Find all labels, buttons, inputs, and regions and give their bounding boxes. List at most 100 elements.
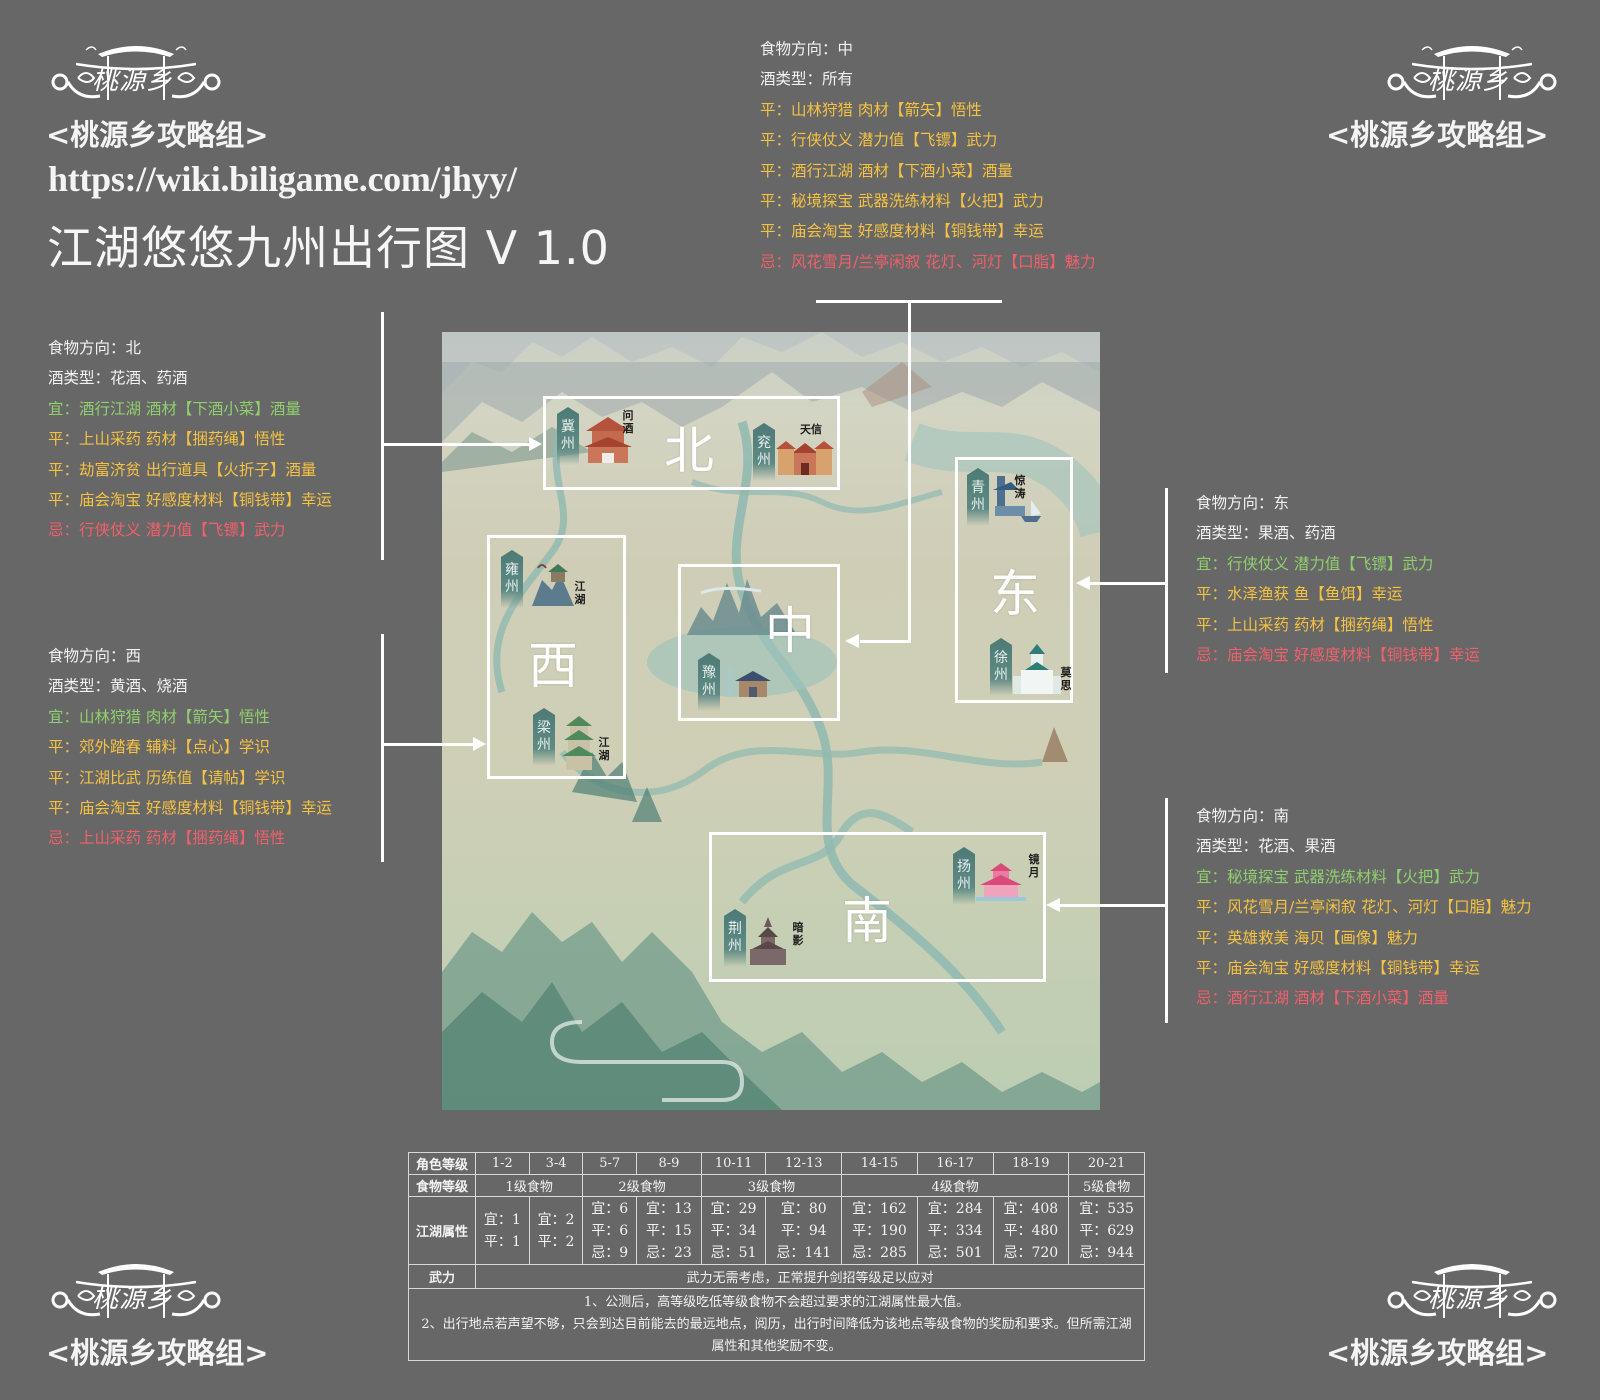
connector-line-north-vertical: [381, 312, 384, 560]
logo-bottom-left: 桃源乡 <桃源乡攻略组>: [46, 1258, 296, 1372]
table-row-wuli: 武力 武力无需考虑，正常提升剑招等级足以应对: [408, 1264, 1145, 1289]
region-east[interactable]: 青州 惊涛 东 徐州 莫思: [955, 457, 1073, 703]
level-cell: 12-13: [765, 1152, 843, 1175]
group-name: <桃源乡攻略组>: [46, 1336, 269, 1370]
activity-line: 平：庙会淘宝 好感度材料【铜钱带】幸运: [48, 491, 332, 510]
arrow-left-icon: [845, 634, 859, 648]
jingtao-sect-building-icon: [991, 476, 1045, 530]
table-row-food: 食物等级 1级食物 2级食物 3级食物 4级食物 5级食物: [408, 1174, 1145, 1197]
activity-line: 平：酒行江湖 酒材【下酒小菜】酒量: [760, 161, 1013, 180]
note-line: 2、出行地点若声望不够，只会到达目前能去的最远地点，阅历，出行时间降低为该地点等…: [421, 1316, 1132, 1354]
wine-type: 酒类型：所有: [760, 70, 854, 89]
food-direction: 食物方向：中: [760, 40, 854, 58]
attr-ping: 平：1: [483, 1233, 521, 1250]
activity-line: 平：英雄救美 海贝【画像】魅力: [1196, 928, 1418, 947]
sect-label: 莫思: [1060, 666, 1072, 692]
city-banner-yangzhou: 扬州: [953, 847, 975, 905]
food-tier-cell: 4级食物: [841, 1174, 1070, 1197]
attr-ji: 忌：23: [645, 1244, 692, 1261]
city-banner-qingzhou: 青州: [967, 468, 989, 526]
note-line: 1、公测后，高等级吃低等级食物不会超过要求的江湖属性最大值。: [583, 1294, 970, 1310]
attr-yi: 宜：13: [645, 1200, 692, 1217]
notes-cell: 1、公测后，高等级吃低等级食物不会超过要求的江湖属性最大值。 2、出行地点若声望…: [408, 1288, 1145, 1361]
city-banner-xuzhou: 徐州: [990, 638, 1012, 696]
attr-ping: 平：94: [780, 1222, 827, 1239]
direction-label-south: 南: [842, 892, 892, 950]
food-direction: 食物方向：北: [48, 339, 142, 357]
activity-line: 平：水泽渔获 鱼【鱼饵】幸运: [1196, 585, 1403, 604]
attr-ji: 忌：720: [1003, 1244, 1059, 1261]
page-title: 江湖悠悠九州出行图 V 1.0: [47, 221, 610, 275]
yuzhou-pavilion-building-icon: [727, 667, 773, 705]
attr-yi: 宜：2: [537, 1211, 575, 1228]
activity-line: 宜：秘境探宝 武器洗练材料【火把】武力: [1196, 867, 1480, 886]
attr-ji: 忌：9: [591, 1244, 629, 1261]
attr-ping: 平：2: [537, 1233, 575, 1250]
activity-line: 平：庙会淘宝 好感度材料【铜钱带】幸运: [48, 799, 332, 818]
attr-ji: 忌：285: [852, 1244, 907, 1261]
attr-ping: 平：334: [927, 1222, 983, 1239]
attr-yi: 宜：29: [710, 1200, 757, 1217]
food-tier-cell: 3级食物: [700, 1174, 843, 1197]
tianxin-sect-building-icon: [776, 437, 834, 481]
level-cell: 10-11: [700, 1152, 767, 1175]
sect-label: 暗影: [792, 921, 804, 947]
attr-yi: 宜：80: [780, 1200, 827, 1217]
region-center[interactable]: 中 豫州: [678, 564, 840, 721]
arrow-right-icon: [473, 737, 486, 751]
connector-line-north-horizontal: [381, 443, 529, 446]
level-cell: 16-17: [916, 1152, 994, 1175]
activity-line: 宜：酒行江湖 酒材【下酒小菜】酒量: [48, 399, 301, 418]
city-banner-yanzhou: 兖州: [753, 423, 775, 481]
attr-yi: 宜：408: [1003, 1200, 1059, 1217]
wuli-note: 武力无需考虑，正常提升剑招等级足以应对: [475, 1264, 1145, 1289]
region-north[interactable]: 冀州 问酒 北 兖州 天信: [543, 396, 840, 490]
connector-line-east-vertical: [1165, 488, 1168, 673]
jiuzhou-map: 冀州 问酒 北 兖州 天信 雍州 江湖 西 梁州 江湖 中 豫州: [442, 332, 1100, 1110]
sect-label: 镜月: [1028, 853, 1040, 879]
attr-ji: 忌：501: [927, 1244, 983, 1261]
sect-label: 惊涛: [1014, 474, 1026, 500]
table-row-level: 角色等级 1-2 3-4 5-7 8-9 10-11 12-13 14-15 1…: [408, 1152, 1145, 1175]
panel-east: 食物方向：东 酒类型：果酒、药酒 宜：行侠仗义 潜力值【飞镖】武力 平：水泽渔获…: [1196, 488, 1480, 670]
logo-script-text: 桃源乡: [92, 1284, 174, 1314]
group-name: <桃源乡攻略组>: [1326, 1336, 1549, 1370]
arrow-right-icon: [529, 437, 542, 451]
sect-label: 江湖: [574, 580, 586, 606]
region-south[interactable]: 扬州 镜月 南 荆州 暗影: [709, 832, 1046, 982]
level-cell: 20-21: [1068, 1152, 1145, 1175]
logo-script-text: 桃源乡: [1428, 1284, 1510, 1314]
panel-center: 食物方向：中 酒类型：所有 平：山林狩猎 肉材【箭矢】悟性 平：行侠仗义 潜力值…: [760, 34, 1096, 277]
food-tier-cell: 1级食物: [474, 1174, 584, 1197]
attr-ji: 忌：141: [776, 1244, 832, 1261]
food-direction: 食物方向：西: [48, 647, 142, 665]
activity-line: 忌：上山采药 药材【捆药绳】悟性: [48, 829, 286, 848]
wiki-url[interactable]: https://wiki.biligame.com/jhyy/: [48, 159, 517, 199]
logo-script-text: 桃源乡: [92, 66, 174, 96]
wine-type: 酒类型：花酒、果酒: [1196, 837, 1336, 856]
wine-type: 酒类型：黄酒、烧酒: [48, 677, 188, 696]
region-west[interactable]: 雍州 江湖 西 梁州 江湖: [487, 535, 626, 779]
activity-line: 宜：行侠仗义 潜力值【飞镖】武力: [1196, 554, 1434, 573]
city-banner-jingzhou: 荆州: [724, 909, 746, 967]
connector-line-south-horizontal: [1060, 904, 1168, 907]
activity-line: 忌：庙会淘宝 好感度材料【铜钱带】幸运: [1196, 646, 1480, 665]
logo-top-left: 桃源乡 <桃源乡攻略组>: [46, 40, 296, 154]
activity-line: 平：庙会淘宝 好感度材料【铜钱带】幸运: [1196, 959, 1480, 978]
activity-line: 平：风花雪月/兰亭闲叙 花灯、河灯【口脂】魅力: [1196, 898, 1532, 917]
sect-label: 天信: [800, 423, 822, 436]
jianghu-sect-building-icon: [530, 560, 576, 610]
connector-line-east-horizontal: [1090, 582, 1168, 585]
sect-label: 江湖: [598, 736, 610, 762]
wine-type: 酒类型：果酒、药酒: [1196, 524, 1336, 543]
attr-yi: 宜：1: [483, 1211, 521, 1228]
food-direction: 食物方向：东: [1196, 494, 1290, 512]
arrow-left-icon: [1046, 898, 1060, 912]
anying-sect-building-icon: [748, 917, 788, 971]
attr-yi: 宜：162: [852, 1200, 907, 1217]
